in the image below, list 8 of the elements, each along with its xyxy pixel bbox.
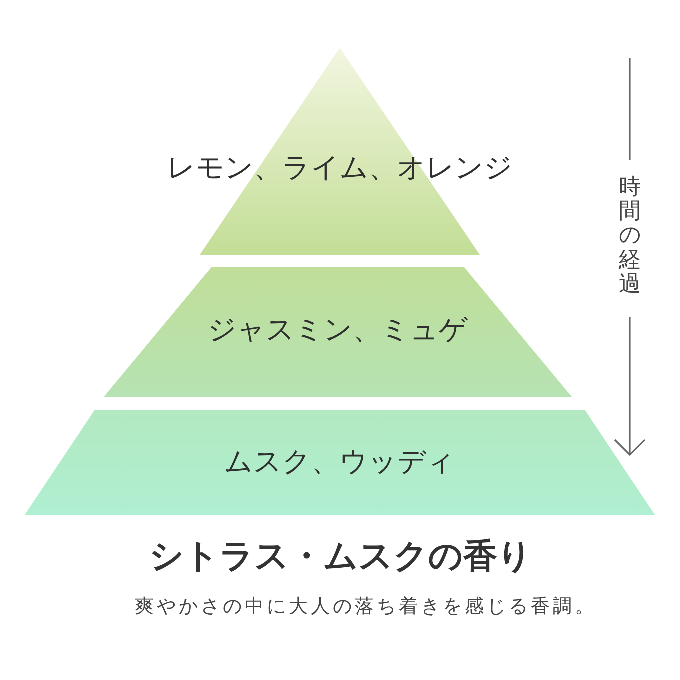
tier-label: ジャスミン、ミュゲ xyxy=(208,313,468,347)
pyramid-tier xyxy=(104,267,572,397)
caption: 爽やかさの中に大人の落ち着きを感じる香調。 xyxy=(135,596,597,618)
title: シトラス・ムスクの香り xyxy=(150,536,532,578)
direction-label: 時間の経過 xyxy=(619,176,641,297)
tier-label: レモン、ライム、オレンジ xyxy=(167,151,513,185)
tier-label: ムスク、ウッディ xyxy=(224,445,456,479)
pyramid-tier xyxy=(25,410,655,515)
